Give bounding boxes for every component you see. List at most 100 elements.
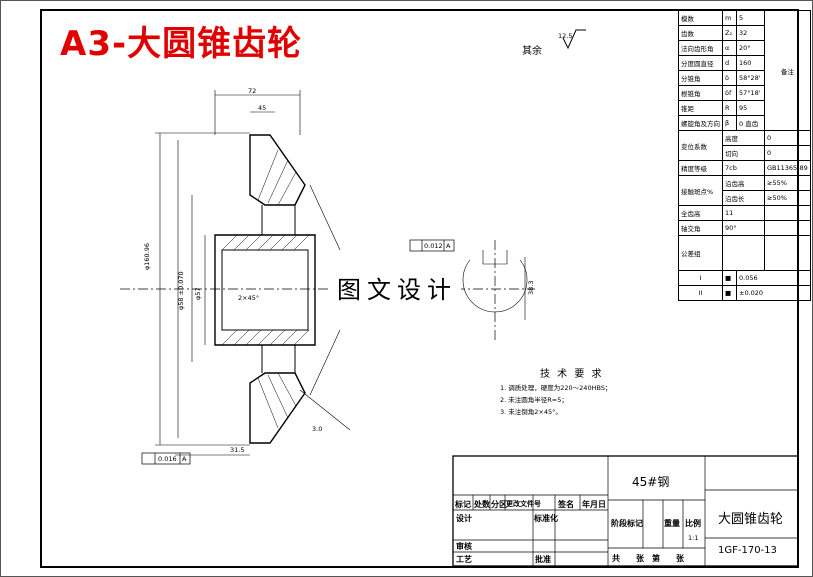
param-symbol: α (722, 40, 737, 56)
runout-key-value: 0.012 (424, 242, 443, 250)
param-name: 全齿高 (678, 205, 723, 221)
tb-header-mark: 标记 (455, 500, 471, 509)
param-symbol: β (722, 115, 737, 131)
runout-key-ref: A (446, 242, 451, 250)
param-name: 根锥角 (678, 85, 723, 101)
param-value: 58°28' (736, 70, 765, 86)
param-row-tolerance: I ■ 0.056 (678, 270, 811, 286)
param-symbol: m (722, 10, 737, 26)
tb-sheet-total: 共 (612, 554, 620, 563)
dim-keyway-depth: 38.3 (527, 280, 535, 295)
param-value: ≥55% (764, 175, 811, 191)
param-name: 锥距 (678, 100, 723, 116)
runout-left-value: 0.016 (158, 455, 177, 463)
dim-bore-diameter: φ57 (194, 287, 202, 300)
param-name: 变位系数 (678, 130, 723, 161)
param-value: 7cb (722, 160, 765, 176)
tol-group: I (678, 270, 723, 286)
tb-approve: 批准 (535, 555, 551, 564)
tb-header-zone: 分区 (491, 500, 507, 509)
material: 45#钢 (632, 475, 670, 489)
param-name: 模数 (678, 10, 723, 26)
tb-header-sign: 签名 (558, 500, 574, 509)
param-name: 轴交角 (678, 220, 723, 236)
tb-header-date: 年月日 (582, 500, 606, 509)
dim-31-5: 31.5 (230, 446, 245, 454)
param-symbol: d (722, 55, 737, 71)
dim-outer-diameter: φ160.96 (143, 242, 151, 270)
tb-review: 审核 (456, 542, 472, 551)
param-row-tolerance: II ■ ±0.020 (678, 285, 811, 301)
param-row-accuracy: 精度等级 7cb GB11365-89 (678, 160, 811, 176)
tb-weight: 重量 (664, 519, 680, 528)
param-value: 32 (736, 25, 765, 41)
param-row-tolerance: 公差组 (678, 235, 811, 271)
param-row: 模数 m 5 备注 (678, 10, 811, 131)
tb-process: 工艺 (456, 555, 472, 564)
tech-req-item-2: 2. 未注圆角半径R=5； (500, 396, 568, 404)
param-symbol: δ (722, 70, 737, 86)
tb-stage-mark: 阶段标记 (611, 519, 643, 528)
dim-hub-diameter: φ58 ±0.070 (177, 271, 185, 310)
param-value: 0 (764, 145, 811, 161)
param-value: 11 (722, 205, 765, 221)
dim-chamfer: 2×45° (238, 294, 260, 302)
part-name: 大圆锥齿轮 (718, 512, 784, 527)
param-value: 57°18' (736, 85, 765, 101)
tol-group: II (678, 285, 723, 301)
param-name: 精度等级 (678, 160, 723, 176)
param-row: 轴交角 90° (678, 220, 811, 236)
param-value: 20° (736, 40, 765, 56)
dim-45: 45 (258, 104, 267, 112)
runout-left-ref: A (182, 455, 187, 463)
tb-sheet-word: 张 (676, 554, 684, 563)
param-row-shift: 切向 0 (679, 145, 811, 161)
param-value: 0 直齿 (736, 115, 765, 131)
tb-design: 设计 (456, 514, 472, 523)
param-sub-label: 高度 (722, 130, 765, 146)
param-name: 分锥角 (678, 70, 723, 86)
tb-sheet-no: 第 (652, 554, 660, 563)
param-name: 公差组 (678, 235, 723, 271)
param-row: 全齿高 11 (678, 205, 811, 221)
param-sub-label: 沿齿高 (722, 175, 765, 191)
param-sub-label: 切向 (722, 145, 765, 161)
tb-ratio: 比例 (685, 519, 701, 528)
dim-72: 72 (248, 87, 257, 95)
drawing-number: 1GF-170-13 (718, 545, 777, 556)
param-name: 分度圆直径 (678, 55, 723, 71)
param-value: 0 (764, 130, 811, 146)
tb-scale-value: 1:1 (688, 534, 699, 542)
surface-note-label: 其余 (522, 46, 542, 57)
param-value: 160 (736, 55, 765, 71)
tb-sheet: 张 (636, 554, 644, 563)
param-symbol: δf (722, 85, 737, 101)
tech-req-heading: 技 术 要 求 (540, 369, 604, 380)
param-value: 95 (736, 100, 765, 116)
param-sub-label: 沿齿长 (722, 190, 765, 206)
tb-standardize: 标准化 (534, 514, 558, 523)
param-name: 螺旋角及方向 (678, 115, 723, 131)
drawing-title: A3-大圆锥齿轮 (60, 24, 303, 64)
param-name: 法向齿形角 (678, 40, 723, 56)
param-value: ≥50% (764, 190, 811, 206)
tb-header-count: 处数 (474, 500, 490, 509)
tb-header-change-doc: 更改文件号 (506, 500, 541, 508)
param-row-shift: 变位系数 高度 0 (678, 130, 811, 161)
param-row-contact: 接触斑点% 沿齿高 ≥55% (678, 175, 811, 206)
tol-value: 0.056 (736, 270, 811, 286)
tol-value: ±0.020 (736, 285, 811, 301)
surface-roughness-value: 12.5 (558, 32, 573, 40)
param-value: 5 (736, 10, 765, 26)
tech-req-item-3: 3. 未注倒角2×45°。 (500, 408, 562, 416)
param-side-note: 备注 (764, 10, 811, 131)
param-symbol: R (722, 100, 737, 116)
param-name: 齿数 (678, 25, 723, 41)
param-symbol: Z₂ (722, 25, 737, 41)
param-name: 接触斑点% (678, 175, 723, 206)
dim-3-0: 3.0 (312, 425, 323, 433)
